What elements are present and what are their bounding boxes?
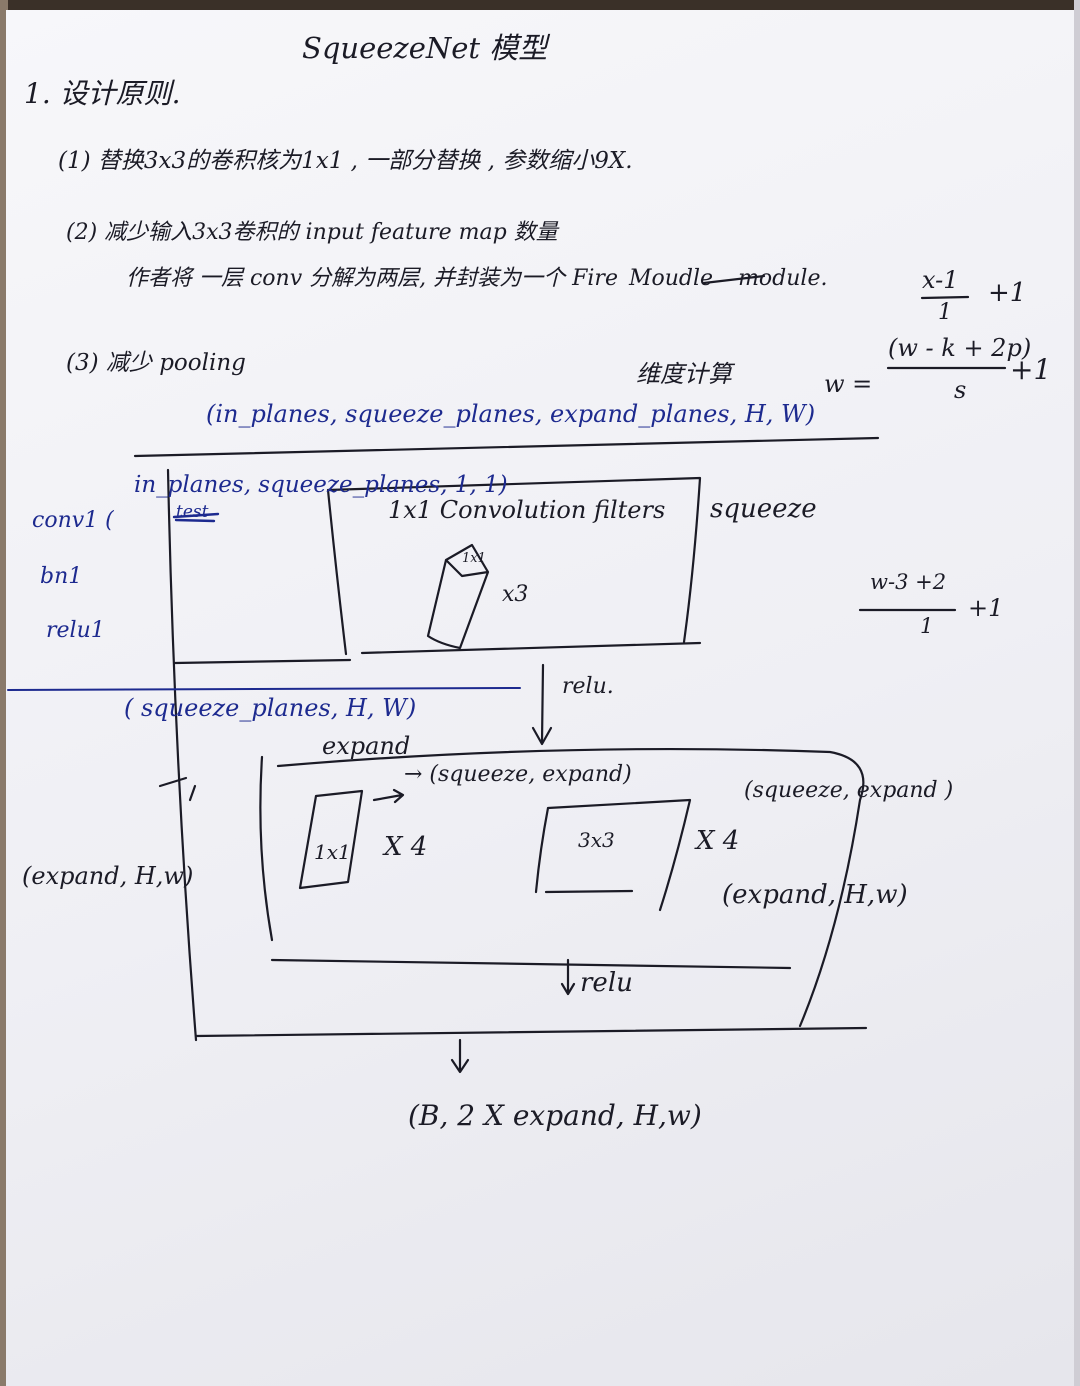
squeeze-conv-shape: in_planes, squeeze_planes, 1, 1) xyxy=(134,472,508,498)
squeeze-output-shape: ( squeeze_planes, H, W) xyxy=(124,694,417,722)
squeeze-box-bottom-left xyxy=(173,658,352,665)
eq3-denominator: 1 xyxy=(920,614,934,638)
dimension-calc-label: 维度计算 xyxy=(636,360,732,388)
relu-label-b: relu xyxy=(580,968,633,998)
eq-w-plus: +1 xyxy=(1010,353,1052,386)
expand-bottom-line xyxy=(270,958,792,970)
eq-top-numerator: x-1 xyxy=(922,266,959,294)
photo-background-left xyxy=(0,0,8,1386)
photo-background-right xyxy=(1074,0,1080,1386)
bn1-label: bn1 xyxy=(40,564,83,589)
principle-3: (3) 减少 pooling xyxy=(66,350,246,376)
x4-label-a: X 4 xyxy=(384,832,428,862)
expand-1x1-box xyxy=(298,789,364,890)
squeeze-expand-arrow-label: → (squeeze, expand) xyxy=(404,762,632,787)
output-shape: (B, 2 X expand, H,w) xyxy=(408,1099,702,1132)
expand-box xyxy=(276,747,865,1028)
filters-label: 1x1 Convolution filters xyxy=(388,496,666,524)
expand-label: expand xyxy=(322,732,411,760)
eq-w-numerator: (w - k + 2p) xyxy=(888,334,1032,362)
conv1-label: conv1 ( xyxy=(32,508,114,533)
x4-label-b: X 4 xyxy=(696,826,740,856)
expand-box-left-edge xyxy=(259,755,274,942)
squeeze-label: squeeze xyxy=(710,494,817,524)
section-heading: 1. 设计原则. xyxy=(24,77,181,110)
squeeze-box xyxy=(326,476,702,656)
kernel-column xyxy=(426,543,490,650)
expand-1x1-label: 1x1 xyxy=(314,840,351,864)
expand-shape-right: (expand, H,w) xyxy=(722,880,908,910)
eq-w-lhs: w = xyxy=(824,370,873,398)
expand-3x3-box xyxy=(534,798,692,912)
principle-2-detail: 作者将 一层 conv 分解为两层, 并封装为一个 Fire Moudle mo… xyxy=(126,268,827,290)
module-left-edge xyxy=(166,468,198,1042)
relu-label-a: relu. xyxy=(562,674,614,699)
squeeze-box-bottom-right xyxy=(360,641,702,655)
eq-w-denominator: s xyxy=(954,376,967,404)
x3-label: x3 xyxy=(502,582,529,607)
expand-shape-left: (expand, H,w) xyxy=(22,862,194,890)
fraction-bar-top xyxy=(920,295,970,300)
eq-top-plus: +1 xyxy=(988,278,1027,308)
expand-3x3-label: 3x3 xyxy=(578,828,615,852)
struck-test: test xyxy=(176,502,209,522)
paper-sheet xyxy=(6,10,1074,1386)
module-bottom-line xyxy=(194,1026,868,1038)
eq-top-denominator: 1 xyxy=(938,300,952,325)
input-shape: (in_planes, squeeze_planes, expand_plane… xyxy=(206,400,816,428)
eq3-numerator: w-3 +2 xyxy=(870,570,947,594)
struck-word: Moudle xyxy=(628,266,714,291)
module-word: module. xyxy=(738,266,828,291)
divider-line-blue xyxy=(7,687,521,691)
divider-line-top xyxy=(133,436,880,458)
principle-1: (1) 替换3x3的卷积核为1x1 , 一部分替换 , 参数缩小9X. xyxy=(58,148,633,174)
eq3-plus: +1 xyxy=(968,594,1004,622)
squeeze-expand-right: (squeeze, expand ) xyxy=(744,778,954,803)
principle-2: (2) 减少输入3x3卷积的 input feature map 数量 xyxy=(66,220,558,245)
page-title: SqueezeNet 模型 xyxy=(302,31,548,65)
relu1-label: relu1 xyxy=(46,618,105,643)
kernel-1x1-label: 1x1 xyxy=(462,551,486,566)
principle-2-detail-text: 作者将 一层 conv 分解为两层, 并封装为一个 Fire xyxy=(126,266,618,291)
